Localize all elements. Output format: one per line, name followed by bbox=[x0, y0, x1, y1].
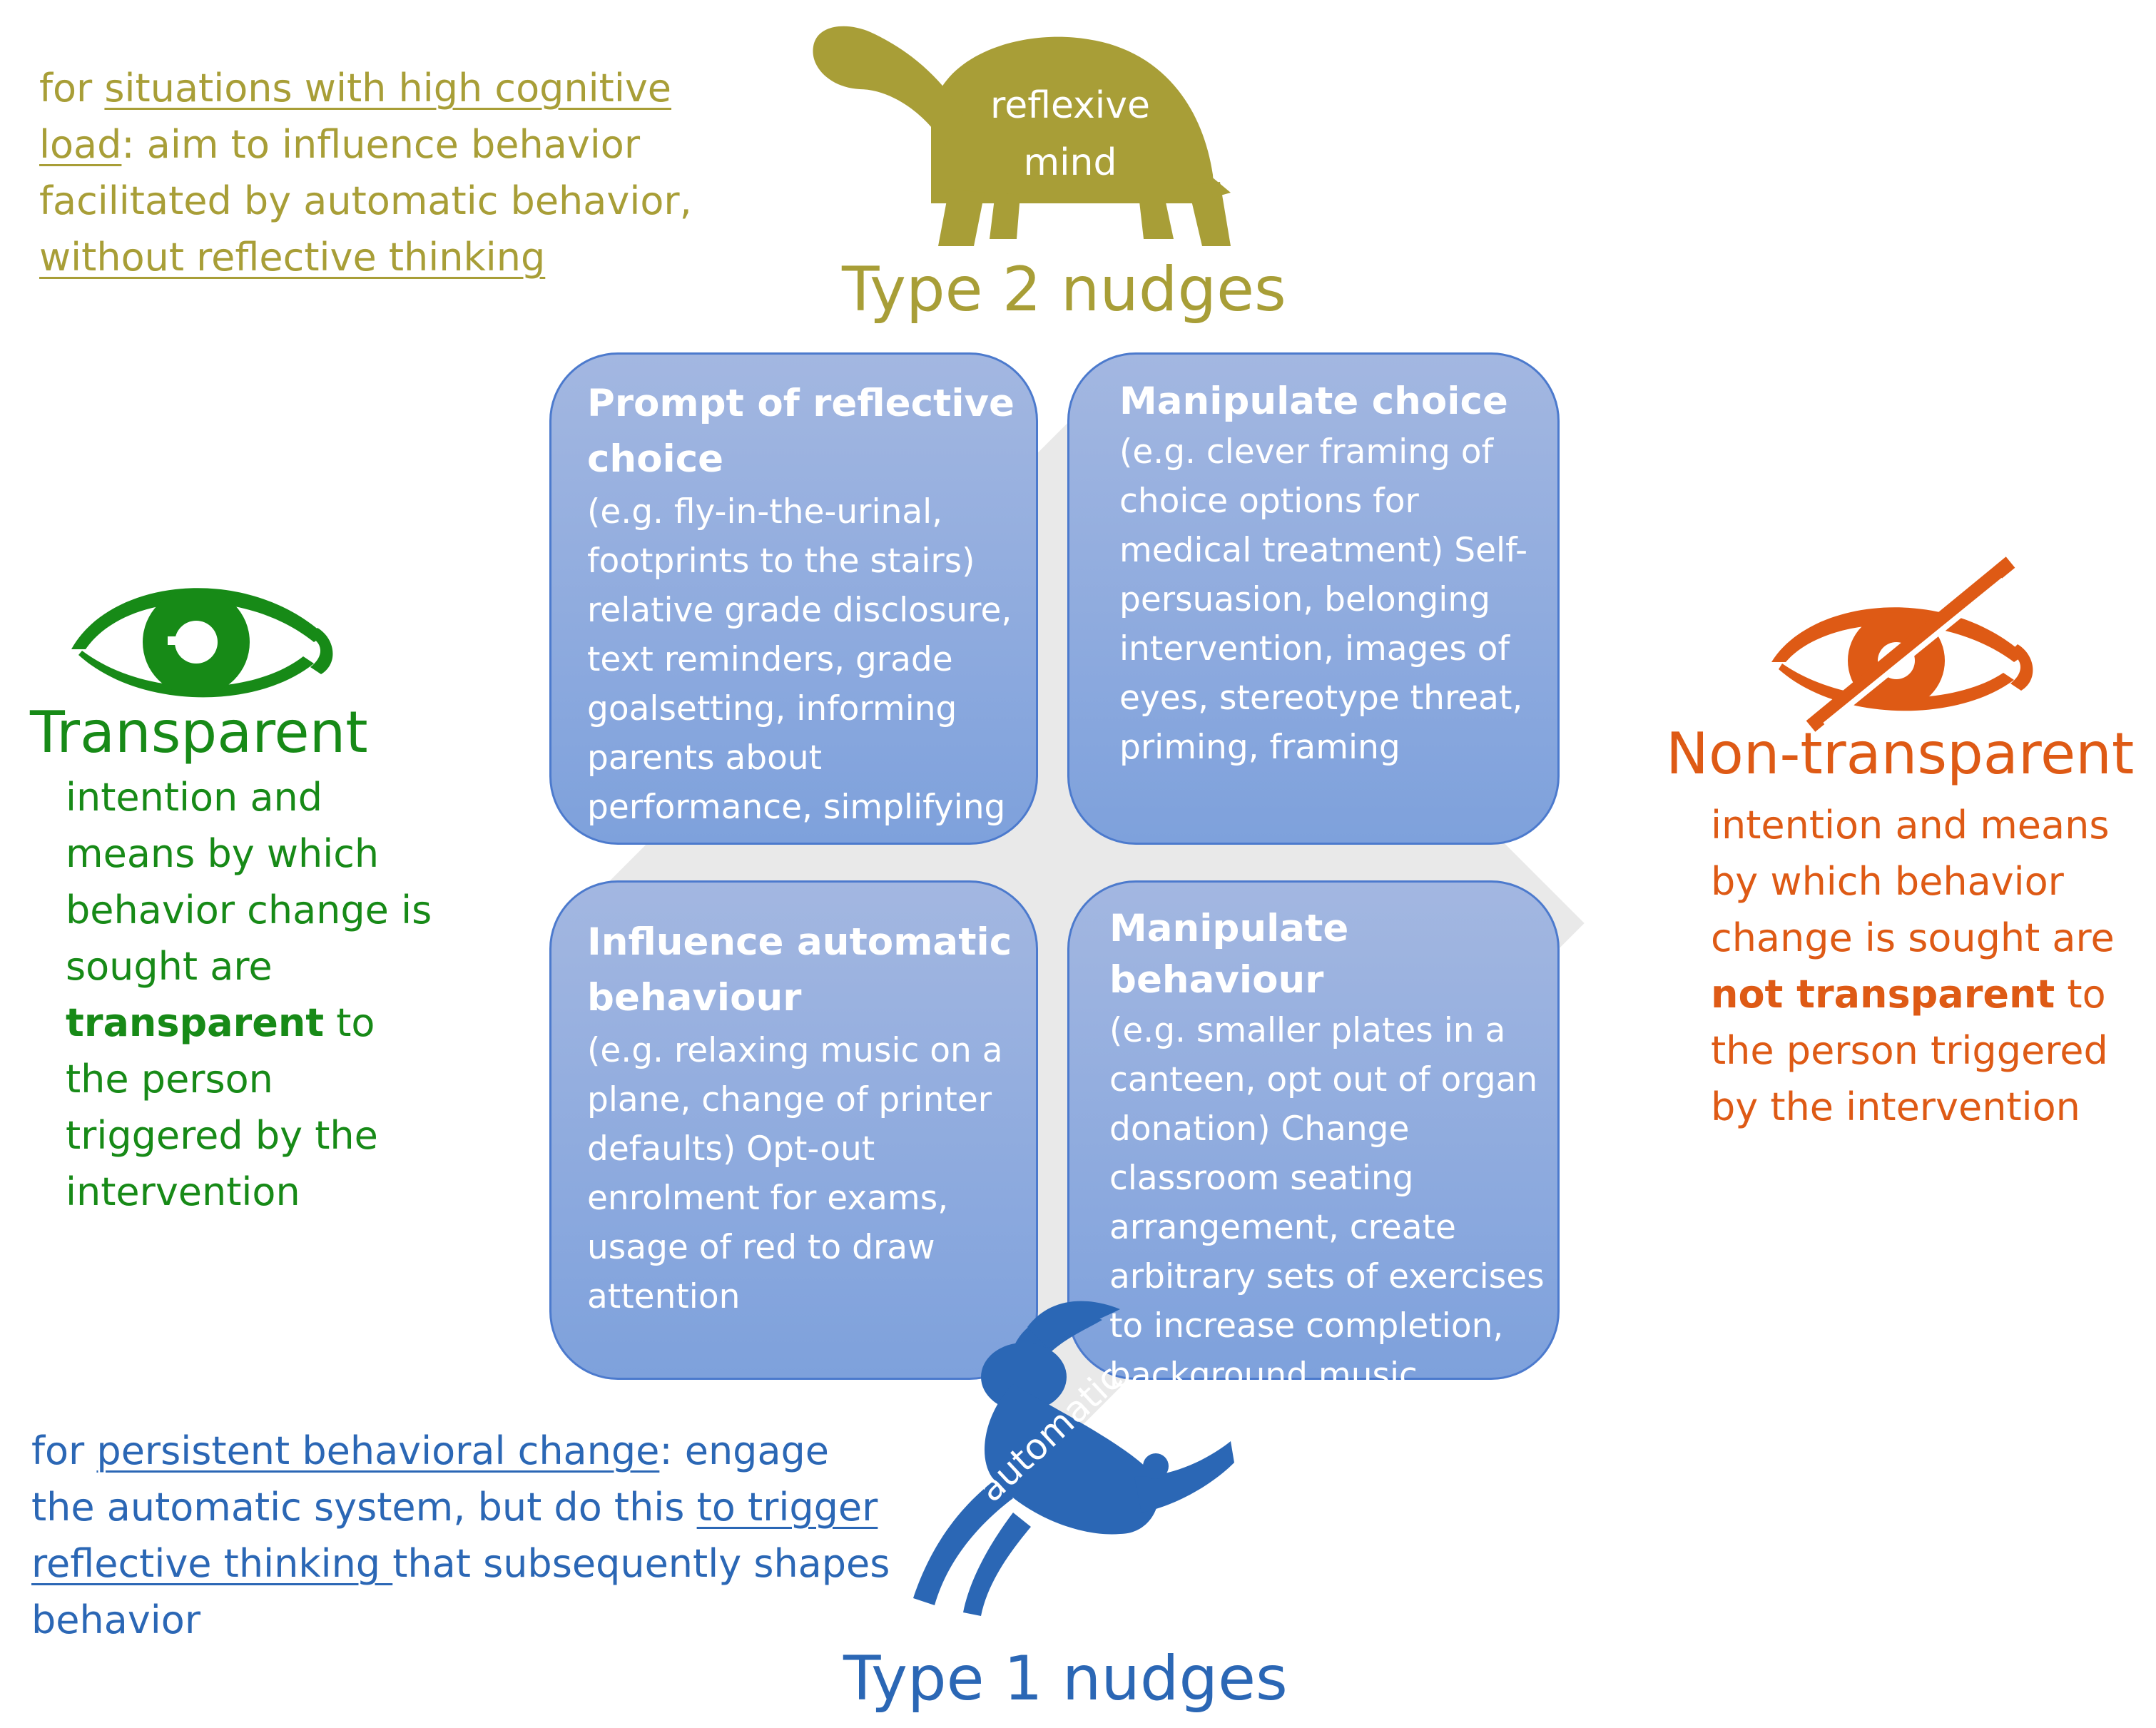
quadrant-text: (e.g. relaxing music on a plane, change … bbox=[587, 1031, 1003, 1316]
quadrant-text: (e.g. smaller plates in a canteen, opt o… bbox=[1109, 1011, 1545, 1395]
description-bold-text: not transparent bbox=[1711, 972, 2055, 1017]
crossed-eye-icon bbox=[1771, 556, 2033, 732]
description-text: intention and means by which behavior ch… bbox=[66, 775, 432, 989]
transparent-description: intention and means by which behavior ch… bbox=[66, 769, 437, 1220]
hare-icon bbox=[913, 1301, 1234, 1616]
note-underlined-text: to trigger reflective thinking bbox=[31, 1485, 878, 1586]
note-text: for bbox=[39, 66, 105, 111]
description-text: to the person triggered by the intervent… bbox=[66, 1000, 378, 1214]
turtle-label-line: mind bbox=[1023, 141, 1117, 184]
description-bold-text: transparent bbox=[66, 1000, 325, 1045]
quadrant-text: (e.g. fly-in-the-urinal, footprints to t… bbox=[587, 492, 1012, 827]
quadrant-title: Manipulate behaviour bbox=[1109, 907, 1349, 1002]
quadrant-title: Influence automatic behaviour bbox=[587, 920, 1012, 1020]
note-text: that subsequently shapes behavior bbox=[31, 1541, 890, 1642]
high-cognitive-load-note: for situations with high cognitive load:… bbox=[39, 60, 724, 285]
transparent-heading: Transparent bbox=[30, 699, 368, 766]
type2-nudges-title: Type 2 nudges bbox=[842, 254, 1286, 325]
type1-nudges-title: Type 1 nudges bbox=[843, 1643, 1288, 1714]
note-underlined-text: situations with high cognitive load bbox=[39, 66, 671, 167]
note-text: for bbox=[31, 1428, 97, 1473]
quadrant-text: (e.g. clever framing of choice options f… bbox=[1119, 432, 1528, 767]
quadrant-influence-automatic-behaviour: Influence automatic behaviour (e.g. rela… bbox=[549, 880, 1038, 1380]
quadrant-manipulate-choice: Manipulate choice (e.g. clever framing o… bbox=[1067, 352, 1560, 845]
turtle-label-line: reflexive bbox=[990, 84, 1151, 127]
note-underlined-text: persistent behavioral change bbox=[96, 1428, 660, 1473]
non-transparent-heading: Non-transparent bbox=[1666, 721, 2135, 787]
note-underlined-text: without reflective thinking bbox=[39, 235, 546, 280]
quadrant-prompt-reflective-choice: Prompt of reflective choice (e.g. fly-in… bbox=[549, 352, 1038, 845]
eye-icon bbox=[71, 588, 333, 698]
non-transparent-description: intention and means by which behavior ch… bbox=[1711, 797, 2139, 1135]
turtle-icon bbox=[813, 26, 1231, 246]
quadrant-title: Prompt of reflective choice bbox=[587, 382, 1015, 481]
note-text: : engage the automatic system, but do th… bbox=[31, 1428, 830, 1530]
note-text: : aim to influence behavior facilitated … bbox=[39, 122, 692, 223]
reflexive-mind-label: reflexive mind bbox=[942, 77, 1199, 191]
description-text: to the person triggered by the intervent… bbox=[1711, 972, 2108, 1129]
persistent-change-note: for persistent behavioral change: engage… bbox=[31, 1423, 902, 1648]
quadrant-title: Manipulate choice bbox=[1119, 380, 1508, 423]
quadrant-manipulate-behaviour: Manipulate behaviour (e.g. smaller plate… bbox=[1067, 880, 1560, 1395]
description-text: intention and means by which behavior ch… bbox=[1711, 803, 2115, 960]
